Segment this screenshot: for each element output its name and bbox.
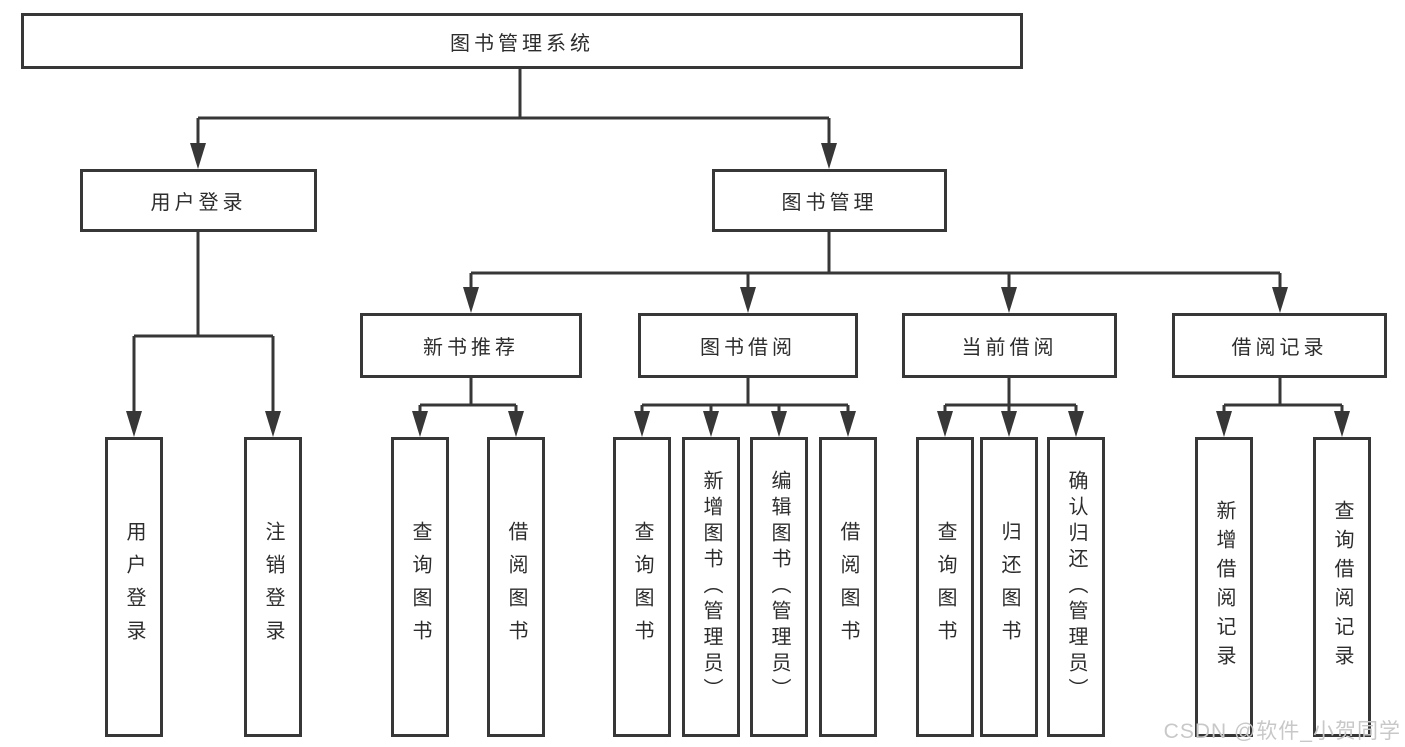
- leaf-logout-label: 注销登录: [262, 521, 284, 653]
- arrowhead-icon: [126, 411, 142, 437]
- node-borrow-records: 借阅记录: [1172, 313, 1387, 378]
- connector-user-login-children: [126, 232, 281, 437]
- connector-borrow-records-children: [1216, 378, 1350, 437]
- arrowhead-icon: [840, 411, 856, 437]
- leaf-bb-query-books: 查询图书: [613, 437, 671, 737]
- arrowhead-icon: [265, 411, 281, 437]
- arrowhead-icon: [634, 411, 650, 437]
- connector-book-borrow-children: [634, 378, 856, 437]
- leaf-user-login: 用户登录: [105, 437, 163, 737]
- leaf-br-query-record: 查询借阅记录: [1313, 437, 1371, 737]
- leaf-bb-edit-books-admin: 编辑图书（管理员）: [750, 437, 808, 737]
- arrowhead-icon: [821, 143, 837, 169]
- arrowhead-icon: [1001, 287, 1017, 313]
- arrowhead-icon: [463, 287, 479, 313]
- leaf-nbr-borrow-books-label: 借阅图书: [505, 521, 527, 653]
- arrowhead-icon: [703, 411, 719, 437]
- leaf-logout: 注销登录: [244, 437, 302, 737]
- node-root-label: 图书管理系统: [450, 32, 594, 55]
- node-book-management-label: 图书管理: [781, 192, 878, 214]
- leaf-cb-query-books: 查询图书: [916, 437, 974, 737]
- node-new-book-recommend: 新书推荐: [360, 313, 582, 378]
- node-borrow-records-label: 借阅记录: [1231, 337, 1328, 359]
- leaf-bb-edit-books-admin-label: 编辑图书（管理员）: [768, 470, 790, 704]
- leaf-nbr-query-books-label: 查询图书: [409, 521, 431, 653]
- leaf-nbr-borrow-books: 借阅图书: [487, 437, 545, 737]
- arrowhead-icon: [771, 411, 787, 437]
- leaf-bb-add-books-admin: 新增图书（管理员）: [682, 437, 740, 737]
- connector-book-mgmt-children: [463, 232, 1288, 313]
- node-book-borrow-label: 图书借阅: [700, 337, 796, 359]
- connector-root-to-level2: [190, 69, 837, 169]
- arrowhead-icon: [1068, 411, 1084, 437]
- arrowhead-icon: [740, 287, 756, 313]
- node-current-borrow: 当前借阅: [902, 313, 1117, 378]
- leaf-br-query-record-label: 查询借阅记录: [1331, 500, 1353, 674]
- arrowhead-icon: [412, 411, 428, 437]
- node-book-borrow: 图书借阅: [638, 313, 858, 378]
- node-book-management: 图书管理: [712, 169, 947, 232]
- node-new-book-recommend-label: 新书推荐: [423, 337, 519, 359]
- arrowhead-icon: [1334, 411, 1350, 437]
- leaf-bb-borrow-books: 借阅图书: [819, 437, 877, 737]
- arrowhead-icon: [1001, 411, 1017, 437]
- arrowhead-icon: [508, 411, 524, 437]
- node-current-borrow-label: 当前借阅: [961, 337, 1058, 359]
- node-root: 图书管理系统: [21, 13, 1023, 69]
- leaf-cb-return-books-label: 归还图书: [998, 521, 1020, 653]
- arrowhead-icon: [1272, 287, 1288, 313]
- leaf-bb-borrow-books-label: 借阅图书: [837, 521, 859, 653]
- arrowhead-icon: [1216, 411, 1232, 437]
- leaf-bb-add-books-admin-label: 新增图书（管理员）: [700, 470, 722, 704]
- watermark: CSDN @软件_小贺同学: [1163, 720, 1401, 743]
- leaf-nbr-query-books: 查询图书: [391, 437, 449, 737]
- leaf-bb-query-books-label: 查询图书: [631, 521, 653, 653]
- connector-current-borrow-children: [937, 378, 1084, 437]
- leaf-br-add-record-label: 新增借阅记录: [1213, 500, 1235, 674]
- node-user-login: 用户登录: [80, 169, 317, 232]
- arrowhead-icon: [190, 143, 206, 169]
- leaf-cb-return-books: 归还图书: [980, 437, 1038, 737]
- leaf-cb-confirm-return-admin-label: 确认归还（管理员）: [1065, 470, 1087, 704]
- leaf-user-login-label: 用户登录: [123, 521, 145, 653]
- leaf-cb-confirm-return-admin: 确认归还（管理员）: [1047, 437, 1105, 737]
- node-user-login-label: 用户登录: [150, 192, 247, 214]
- leaf-cb-query-books-label: 查询图书: [934, 521, 956, 653]
- connector-new-book-recommend-children: [412, 378, 524, 437]
- arrowhead-icon: [937, 411, 953, 437]
- leaf-br-add-record: 新增借阅记录: [1195, 437, 1253, 737]
